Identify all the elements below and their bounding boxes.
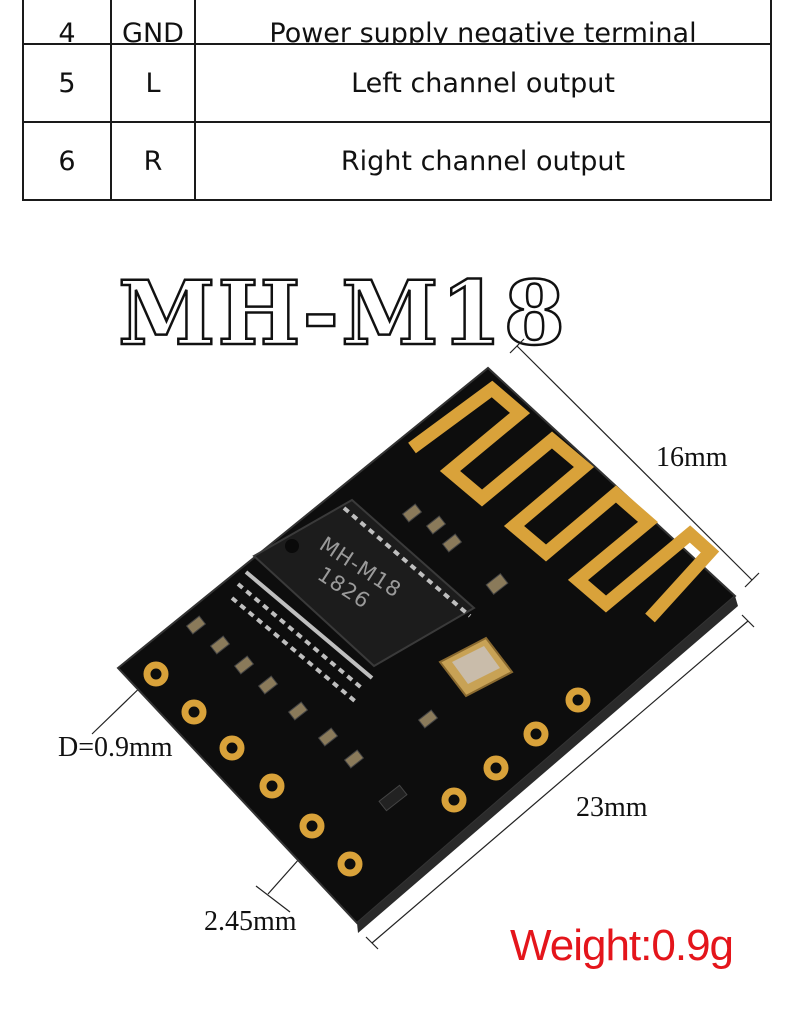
edge-pads-right [441,687,591,813]
crystal-oscillator [438,636,514,698]
width-dimension-label: 16mm [656,442,728,473]
pin-number: 6 [22,122,112,201]
model-title: MH-M18 [118,261,567,365]
weight-annotation: Weight:0.9g [510,921,734,971]
pad-pitch-label: 2.45mm [204,906,297,937]
chip-leads [230,506,472,704]
main-chip: MH-M18 1826 [230,498,476,704]
pin-table: 4 GND Power supply negative terminal 5 L… [22,0,772,201]
pin-number: 5 [22,44,112,123]
pin-description: Left channel output [194,44,772,123]
weight-value: 0.9g [651,921,734,970]
length-dimension-label: 23mm [576,792,648,823]
table-row: 6 R Right channel output [22,122,772,201]
antenna-trace [408,380,720,623]
pin-description: Right channel output [194,122,772,201]
dimension-lines [91,338,760,950]
pcb-board: MH-M18 1826 [116,366,738,933]
pin-name: GND [110,0,196,45]
smd-components [185,503,509,812]
weight-label: Weight: [510,921,652,970]
pad-diameter-label: D=0.9mm [58,732,173,763]
product-photo: MH-M18 [0,226,800,1025]
pin-number: 4 [22,0,112,45]
pin-description: Power supply negative terminal [194,0,772,45]
module-illustration: MH-M18 [58,260,760,950]
table-row: 5 L Left channel output [22,44,772,123]
pin-name: R [110,122,196,201]
edge-pads-left [143,661,363,877]
table-row: 4 GND Power supply negative terminal [22,0,772,45]
pin-name: L [110,44,196,123]
